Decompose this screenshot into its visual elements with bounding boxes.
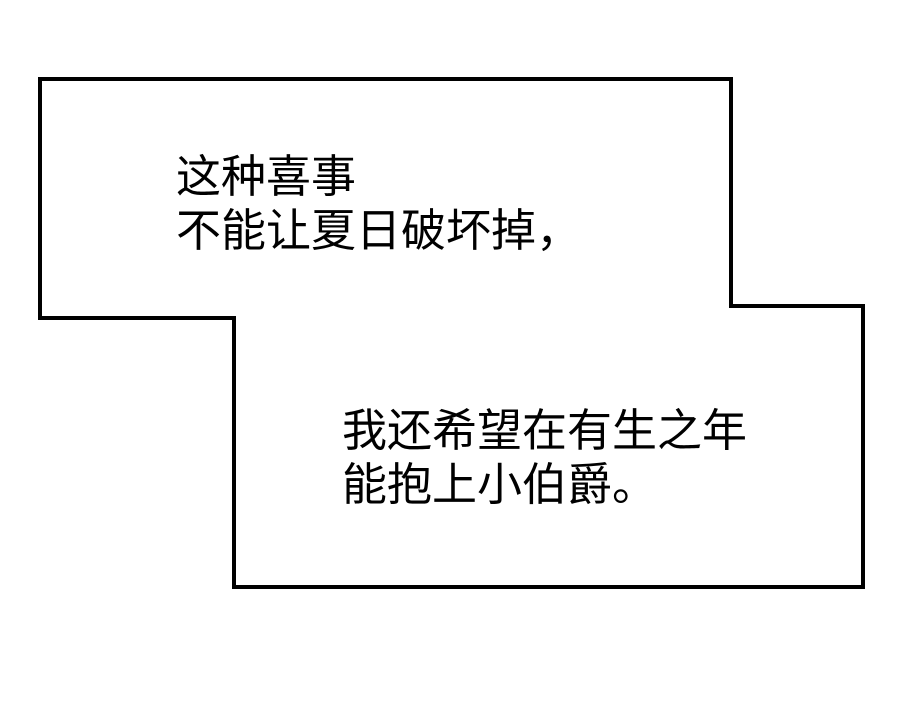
narration-line: 我还希望在有生之年 bbox=[342, 404, 748, 457]
narration-text-1: 这种喜事 不能让夏日破坏掉， bbox=[176, 150, 581, 258]
narration-line: 不能让夏日破坏掉， bbox=[176, 204, 582, 257]
narration-line: 能抱上小伯爵。 bbox=[342, 458, 658, 511]
narration-line: 这种喜事 bbox=[176, 150, 357, 203]
narration-text-2: 我还希望在有生之年 能抱上小伯爵。 bbox=[342, 404, 747, 512]
narration-box-shape bbox=[38, 77, 865, 589]
